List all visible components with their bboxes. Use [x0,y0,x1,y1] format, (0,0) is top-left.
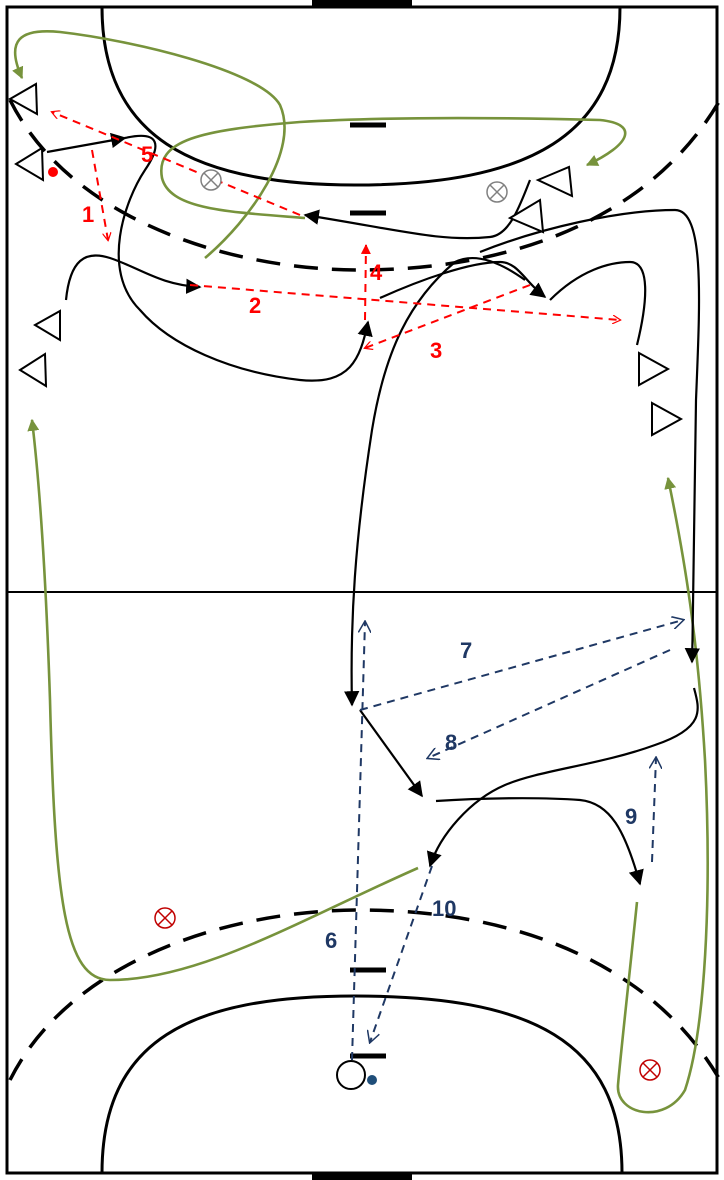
black-paths [46,132,701,886]
run-path-right-wing [549,260,647,346]
goalkeeper-circle-icon [336,1060,366,1090]
defender-grey-1 [200,169,222,191]
green-paths [12,30,709,1114]
run-path-long-right [479,208,701,664]
triangle-icon [14,146,45,182]
court-boundary [5,5,719,1175]
bottom-goal-area-line [100,994,624,1174]
green-path-top-across [160,116,627,220]
label-2: 2 [249,293,261,318]
triangle-icon [535,165,574,198]
run-path-right-back-cut [426,687,699,868]
run-path-cross-right [379,260,547,300]
top-free-throw-line [8,99,722,272]
attackers [7,82,684,437]
triangle-icon [18,352,48,388]
run-path-cross-left [117,134,373,382]
top-goal [312,0,412,7]
bottom-goal [312,1173,412,1180]
pass-6 [351,622,365,1061]
defender-red-1 [154,907,176,929]
step-labels: 1 2 3 4 5 6 7 8 9 10 [82,142,637,953]
label-10: 10 [432,896,456,921]
run-path-back-top [303,179,532,240]
label-9: 9 [625,804,637,829]
label-1: 1 [82,202,94,227]
ball-blue [367,1075,377,1085]
label-6: 6 [325,928,337,953]
pass-2 [189,284,620,320]
defender-red-2 [639,1059,661,1081]
triangle-icon [651,401,684,437]
run-path-top-left-loop [64,254,202,301]
defender-grey-2 [486,181,508,203]
pass-1 [91,149,108,240]
ball-red [48,167,58,177]
pass-4 [360,244,371,321]
triangle-icon [7,82,39,116]
run-path-long-center [343,257,526,707]
label-8: 8 [445,730,457,755]
label-4: 4 [370,260,383,285]
triangle-icon [638,351,671,387]
pass-9 [652,758,656,863]
run-path-to-pivot [359,709,423,798]
pass-8 [428,649,671,758]
label-3: 3 [430,338,442,363]
pass-10 [370,865,433,1042]
blue-passes [351,620,683,1061]
top-goal-area-line [100,6,622,187]
label-5: 5 [141,142,153,167]
run-path-top-left-short [46,132,127,154]
triangle-icon [33,309,61,342]
pass-5 [52,112,301,216]
pass-3 [365,284,531,348]
run-path-to-right-wing [435,797,644,886]
court [5,0,722,1180]
triangle-icon [507,198,545,234]
pass-7 [359,620,683,711]
red-passes [52,112,620,348]
green-path-left-return [27,418,419,982]
green-path-top-left [12,30,286,259]
green-path-right-return [616,476,709,1114]
label-7: 7 [460,638,472,663]
bottom-free-throw-line [8,908,722,1081]
